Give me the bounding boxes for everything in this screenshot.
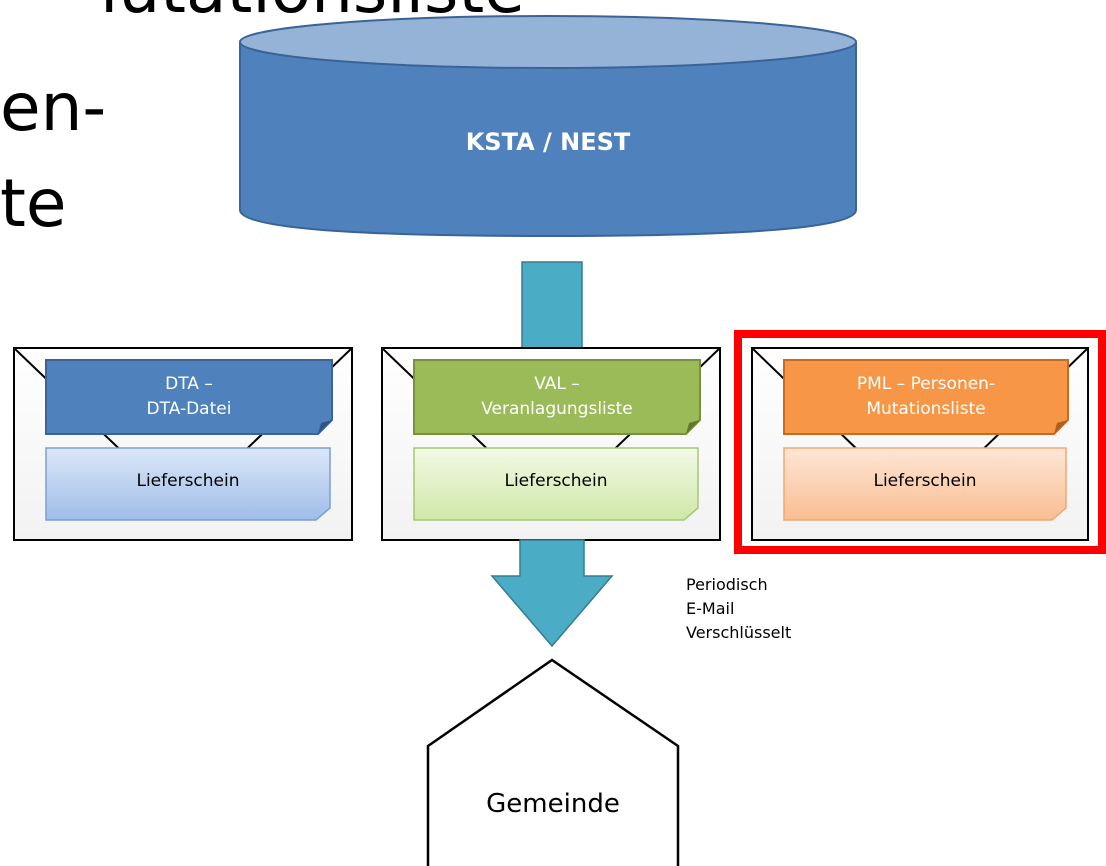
delivery-slip-pml: [783, 447, 1067, 521]
database-label: KSTA / NEST: [466, 128, 631, 156]
delivery-slip-dta: [45, 447, 331, 521]
municipality-label: Gemeinde: [486, 789, 620, 819]
envelope-pml: PML – Personen- Mutationsliste Liefersch…: [751, 347, 1089, 541]
delivery-slip-val: [413, 447, 699, 521]
document-title-val: VAL –: [534, 374, 580, 394]
municipality-house: Gemeinde: [426, 658, 680, 866]
document-subtitle-pml: Mutationsliste: [866, 399, 985, 419]
delivery-slip-label-pml: Lieferschein: [873, 471, 976, 491]
document-subtitle-val: Veranlagungsliste: [481, 399, 633, 419]
delivery-slip-label-val: Lieferschein: [504, 471, 607, 491]
delivery-frequency: Periodisch: [686, 575, 768, 594]
document-card-dta: [45, 359, 333, 435]
envelope-val: VAL – Veranlagungsliste Lieferschein: [381, 347, 721, 541]
delivery-slip-label-dta: Lieferschein: [136, 471, 239, 491]
document-title-dta: DTA –: [165, 374, 213, 394]
slide-title-fragment-2: en-: [0, 69, 106, 146]
slide-title-fragment-3: te: [0, 165, 66, 242]
document-card-val: [413, 359, 701, 435]
flow-arrow-shaft: [521, 261, 583, 353]
document-card-pml: [783, 359, 1069, 435]
document-title-pml: PML – Personen-: [857, 374, 995, 394]
envelope-dta: DTA – DTA-Datei Lieferschein: [13, 347, 353, 541]
database-cylinder: KSTA / NEST: [239, 15, 857, 238]
delivery-channel: E-Mail: [686, 599, 734, 618]
document-subtitle-dta: DTA-Datei: [147, 399, 232, 419]
flow-arrow-head: [490, 539, 614, 648]
highlight-frame: [734, 330, 1106, 554]
delivery-encryption: Verschlüsselt: [686, 623, 791, 642]
